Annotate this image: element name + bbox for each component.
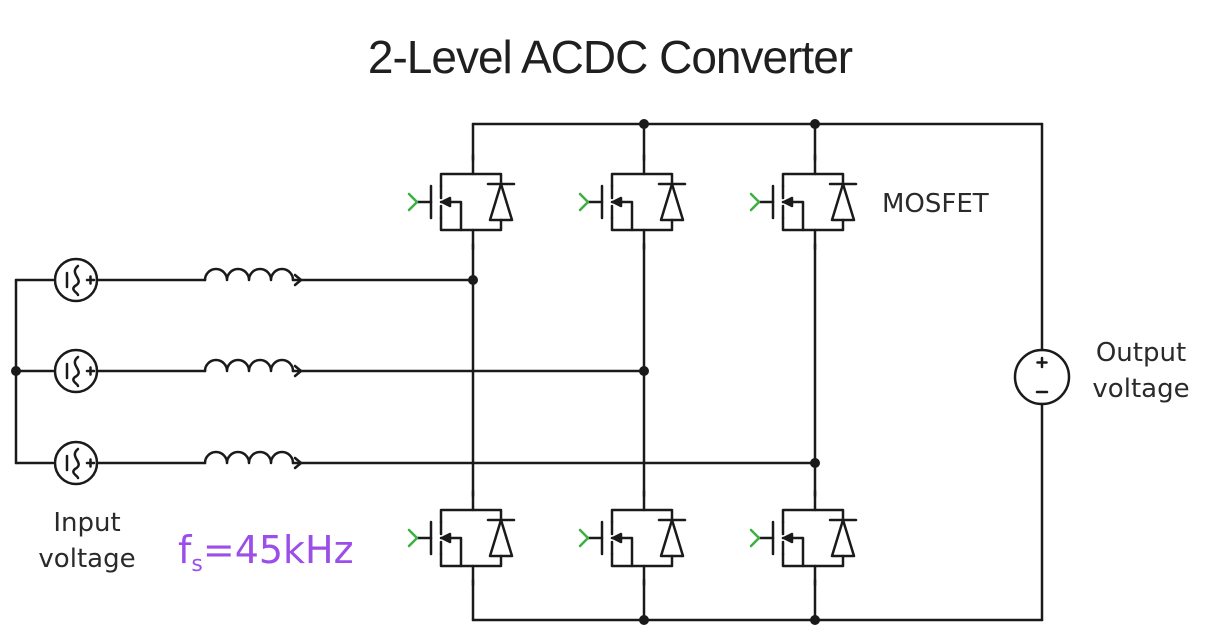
ac-source-icon [53,348,99,394]
input-voltage-label-line1: Input [53,508,121,538]
mosfet-icon [749,153,858,251]
mosfet-icon [578,153,687,251]
inductor-icon [203,450,303,470]
input-voltage-label: Input voltage [22,505,152,577]
mosfet-icon [578,489,687,587]
inductor-icon [203,358,303,378]
inductor-icon [203,267,303,287]
mosfet-icon [407,153,516,251]
frequency-subscript: s [191,552,203,577]
frequency-symbol: f [178,528,192,572]
input-voltage-label-line2: voltage [38,544,136,574]
output-voltage-label-line1: Output [1095,338,1187,368]
ac-source-icon [53,257,99,303]
mosfet-icon [749,489,858,587]
mosfet-icon [407,489,516,587]
switching-frequency-label: fs=45kHz [178,528,354,577]
mosfet-label: MOSFET [882,189,989,219]
output-voltage-label: Output voltage [1076,335,1206,407]
output-voltage-label-line2: voltage [1092,374,1190,404]
diagram-title: 2-Level ACDC Converter [367,31,853,83]
output-voltage-source-icon [1013,348,1071,406]
ac-source-icon [53,440,99,486]
frequency-value: =45kHz [202,528,354,572]
